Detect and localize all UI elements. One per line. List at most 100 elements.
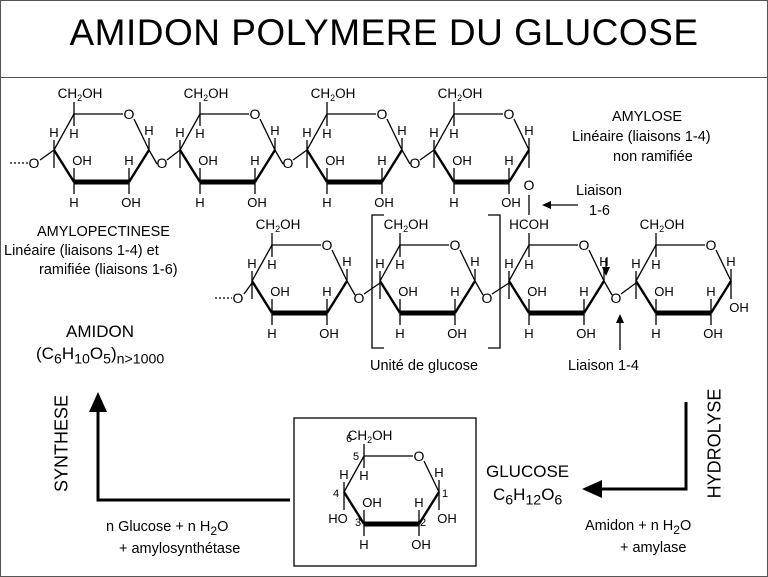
liaison-16-label-line1: Liaison bbox=[576, 183, 622, 199]
ring-oxygen-label: O bbox=[377, 106, 388, 122]
hydroxyl-label: OH bbox=[527, 284, 547, 299]
hydrogen-label: H bbox=[302, 125, 311, 140]
ring-oxygen-label: O bbox=[450, 237, 461, 253]
synthese-label: SYNTHESE bbox=[51, 394, 72, 493]
ch2oh-label: CH2OH bbox=[640, 217, 685, 234]
glycosidic-bond bbox=[419, 149, 435, 161]
hydrogen-label: H bbox=[429, 125, 438, 140]
ring-bond bbox=[715, 249, 732, 282]
amylose-desc-line1: Linéaire (liaisons 1-4) bbox=[572, 129, 711, 145]
hydrogen-label: H bbox=[395, 257, 404, 272]
amylose-title: AMYLOSE bbox=[612, 109, 683, 125]
ring-bond-front bbox=[127, 149, 151, 183]
hydrogen-label: H bbox=[504, 256, 513, 271]
glycosidic-bond bbox=[620, 282, 637, 295]
hydrogen-label: H bbox=[69, 195, 78, 210]
ring-bond bbox=[508, 244, 530, 282]
reaction-arrows bbox=[89, 201, 688, 502]
hydrogen-label: H bbox=[395, 326, 404, 341]
ring-bond-front bbox=[325, 280, 349, 314]
hydrogen-label: H bbox=[524, 257, 533, 272]
hydrogen-label: H bbox=[449, 195, 458, 210]
hydroxyl-label: OH bbox=[398, 284, 418, 299]
ring-bond bbox=[635, 244, 657, 282]
liaison-14-top-arrowhead bbox=[602, 267, 610, 276]
ring-bond-front bbox=[453, 280, 477, 314]
ring-oxygen-label: O bbox=[504, 106, 515, 122]
ch2oh-label: CH2OH bbox=[438, 86, 483, 103]
carbon-number-label: 1 bbox=[442, 488, 448, 500]
hydroxyl-label: OH bbox=[325, 153, 345, 168]
glucose-label: GLUCOSE bbox=[486, 462, 570, 481]
bridge-carbon-label: HCOH bbox=[509, 217, 549, 232]
hydroxyl-label: OH bbox=[121, 195, 141, 210]
hydrogen-label: H bbox=[524, 123, 533, 138]
link-oxygen-label: O bbox=[157, 155, 168, 171]
hydrogen-label: H bbox=[651, 326, 660, 341]
glycosidic-bond bbox=[166, 149, 181, 161]
hydrogen-label: H bbox=[195, 195, 204, 210]
glucose-monomer-box bbox=[293, 417, 477, 567]
ring-oxygen-label: O bbox=[414, 448, 425, 464]
hydrogen-label: H bbox=[599, 254, 608, 269]
glycosidic-bond bbox=[274, 149, 284, 165]
hydrogen-label: H bbox=[195, 126, 204, 141]
ring-bond bbox=[251, 244, 273, 282]
ring-bond-front bbox=[634, 280, 658, 314]
ring-bond bbox=[133, 118, 150, 151]
hydrolysis-reaction-line2: + amylase bbox=[620, 540, 687, 556]
glucose-rings: OCH2OHHHOHHHOHHOCH2OHHHOHHHOHHOCH2OHHHOH… bbox=[49, 86, 749, 567]
hydrogen-label: H bbox=[250, 153, 259, 168]
link-oxygen-label: O bbox=[354, 290, 365, 306]
hydroxyl-label: OH bbox=[576, 326, 596, 341]
ring-bond-front bbox=[378, 280, 402, 314]
hydrolyse-label: HYDROLYSE bbox=[704, 388, 725, 499]
liaison-16-label-line2: 1-6 bbox=[589, 203, 610, 219]
hydrogen-label: H bbox=[450, 284, 459, 299]
ring-bond-front bbox=[507, 280, 531, 314]
liaison-16-arrowhead bbox=[542, 201, 551, 209]
link-oxygen-label: O bbox=[410, 155, 421, 171]
ring-bond-front bbox=[253, 149, 277, 183]
hydrolysis-reaction-line1: Amidon + n H2O bbox=[585, 518, 692, 537]
hydrogen-label: H bbox=[397, 123, 406, 138]
hydrogen-label: H bbox=[247, 256, 256, 271]
ring-bond bbox=[331, 249, 348, 282]
ring-bond-front bbox=[342, 491, 366, 525]
hydrogen-label: H bbox=[449, 126, 458, 141]
ch2oh-label: CH2OH bbox=[311, 86, 356, 103]
hydrogen-label: H bbox=[470, 254, 479, 269]
hydrogen-label: H bbox=[651, 257, 660, 272]
amidon-formula: (C6H10O5)n>1000 bbox=[36, 344, 165, 368]
glycosidic-bond bbox=[346, 280, 356, 296]
hydrogen-label: H bbox=[267, 326, 276, 341]
synthesis-arrowhead bbox=[89, 392, 107, 412]
amylopectine-title: AMYLOPECTINESE bbox=[37, 224, 170, 240]
ch2oh-label: CH2OH bbox=[184, 86, 229, 103]
hydroxyl-label: OH bbox=[72, 153, 92, 168]
hydroxyl-label: OH bbox=[374, 195, 394, 210]
hydrogen-label: H bbox=[706, 284, 715, 299]
ch2oh-label: CH2OH bbox=[256, 217, 301, 234]
hydrogen-label: H bbox=[322, 284, 331, 299]
hydrogen-label: H bbox=[270, 123, 279, 138]
amidon-label: AMIDON bbox=[66, 322, 134, 341]
hydrogen-label: H bbox=[342, 254, 351, 269]
unit-bracket-left bbox=[371, 214, 384, 349]
ring-bond bbox=[306, 113, 328, 151]
hydrogen-label: H bbox=[504, 153, 513, 168]
page-title: AMIDON POLYMERE DU GLUCOSE bbox=[69, 12, 699, 53]
glucose-unit-label: Unité de glucose bbox=[370, 358, 479, 374]
glycosidic-bond bbox=[292, 149, 308, 161]
link-oxygen-label: O bbox=[29, 155, 40, 171]
hydrogen-label: H bbox=[375, 256, 384, 271]
hydrogen-label: H bbox=[69, 126, 78, 141]
link-oxygen-label: O bbox=[524, 177, 535, 193]
liaison-14-label: Liaison 1-4 bbox=[568, 358, 639, 374]
hydroxyl-label: OH bbox=[703, 326, 723, 341]
